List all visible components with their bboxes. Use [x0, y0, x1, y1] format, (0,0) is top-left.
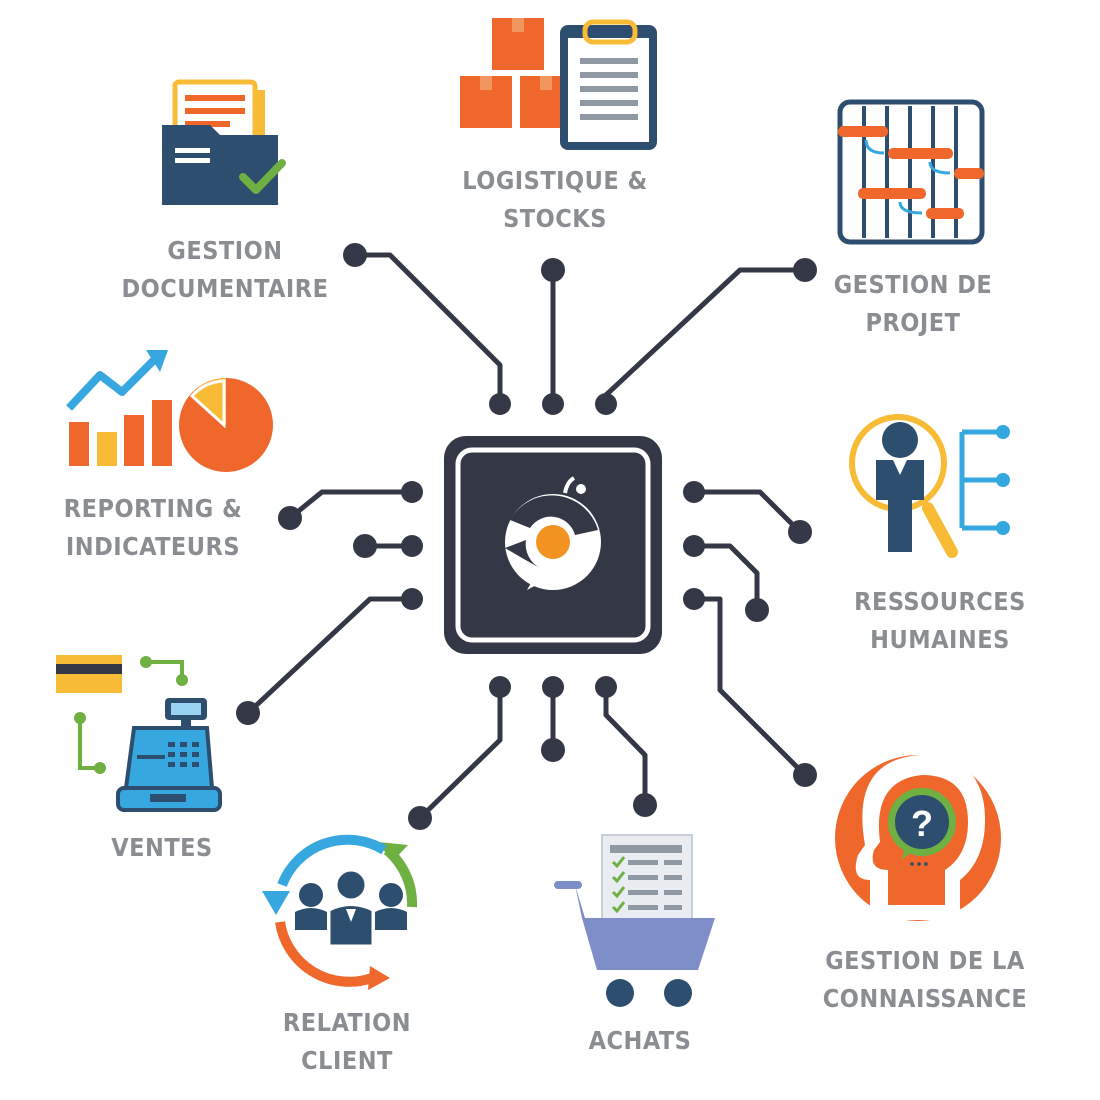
- label-line: RESSOURCES: [854, 587, 1026, 616]
- label-line: GESTION: [167, 236, 283, 265]
- label-line: ACHATS: [588, 1026, 692, 1055]
- label-achats: ACHATS: [570, 1022, 710, 1060]
- head-question-icon: ?: [835, 755, 1001, 921]
- label-gestion-connaissance: GESTION DE LA CONNAISSANCE: [820, 942, 1030, 1018]
- pin-node: [595, 676, 617, 698]
- trace-right-upper: [691, 489, 803, 535]
- label-line: CONNAISSANCE: [822, 984, 1028, 1013]
- label-line: GESTION DE: [833, 270, 993, 299]
- orange-chip-logo-icon: [505, 476, 601, 590]
- people-cycle-icon: [262, 834, 418, 990]
- trace-left-lower: [245, 596, 415, 716]
- label-line: GESTION DE LA: [825, 946, 1025, 975]
- label-relation-client: RELATION CLIENT: [262, 1004, 432, 1080]
- trace-right-lower: [691, 596, 808, 778]
- pin-node: [401, 588, 423, 610]
- label-reporting-indicateurs: REPORTING & INDICATEURS: [58, 490, 248, 566]
- label-line: STOCKS: [503, 204, 607, 233]
- label-line: CLIENT: [301, 1046, 393, 1075]
- label-line: HUMAINES: [870, 625, 1010, 654]
- label-ventes: VENTES: [92, 829, 232, 867]
- central-chip: [444, 436, 662, 654]
- label-logistique-stocks: LOGISTIQUE & STOCKS: [455, 162, 655, 238]
- document-folder-icon: [162, 79, 286, 205]
- trace-bottom-left: [417, 684, 503, 821]
- svg-text:?: ?: [911, 803, 933, 844]
- trace-bottom-right: [603, 684, 648, 808]
- terminal-node: [793, 258, 817, 282]
- gantt-chart-icon: [837, 99, 985, 245]
- pin-node: [401, 535, 423, 557]
- terminal-node: [343, 243, 367, 267]
- circuit-nodes: [236, 243, 817, 830]
- shopping-cart-icon: [554, 834, 715, 1007]
- bar-pie-chart-icon: [66, 350, 273, 472]
- terminal-node: [745, 598, 769, 622]
- pin-node: [489, 393, 511, 415]
- terminal-node: [541, 258, 565, 282]
- terminal-node: [236, 701, 260, 725]
- pin-node: [595, 393, 617, 415]
- pin-node: [683, 588, 705, 610]
- pin-node: [542, 393, 564, 415]
- pin-node: [542, 676, 564, 698]
- terminal-node: [633, 793, 657, 817]
- pin-node: [683, 535, 705, 557]
- cash-register-icon: [56, 655, 222, 812]
- terminal-node: [788, 520, 812, 544]
- label-line: REPORTING &: [63, 494, 243, 523]
- label-line: RELATION: [282, 1008, 412, 1037]
- pin-node: [489, 676, 511, 698]
- label-line: INDICATEURS: [65, 532, 241, 561]
- label-line: DOCUMENTAIRE: [121, 274, 329, 303]
- pin-node: [401, 481, 423, 503]
- label-line: LOGISTIQUE &: [462, 166, 648, 195]
- terminal-node: [408, 806, 432, 830]
- terminal-node: [353, 534, 377, 558]
- label-line: PROJET: [865, 308, 961, 337]
- label-ressources-humaines: RESSOURCES HUMAINES: [845, 583, 1035, 659]
- trace-top-left: [352, 252, 503, 407]
- trace-top-right: [603, 267, 808, 407]
- label-gestion-documentaire: GESTION DOCUMENTAIRE: [120, 232, 330, 308]
- boxes-clipboard-icon: [460, 18, 657, 150]
- terminal-node: [278, 506, 302, 530]
- trace-right-middle: [691, 543, 760, 613]
- trace-left-upper: [287, 489, 415, 521]
- terminal-node: [541, 738, 565, 762]
- terminal-node: [793, 763, 817, 787]
- person-magnifier-icon: [849, 414, 1010, 558]
- label-line: VENTES: [111, 833, 213, 862]
- pin-node: [683, 481, 705, 503]
- label-gestion-de-projet: GESTION DE PROJET: [818, 266, 1008, 342]
